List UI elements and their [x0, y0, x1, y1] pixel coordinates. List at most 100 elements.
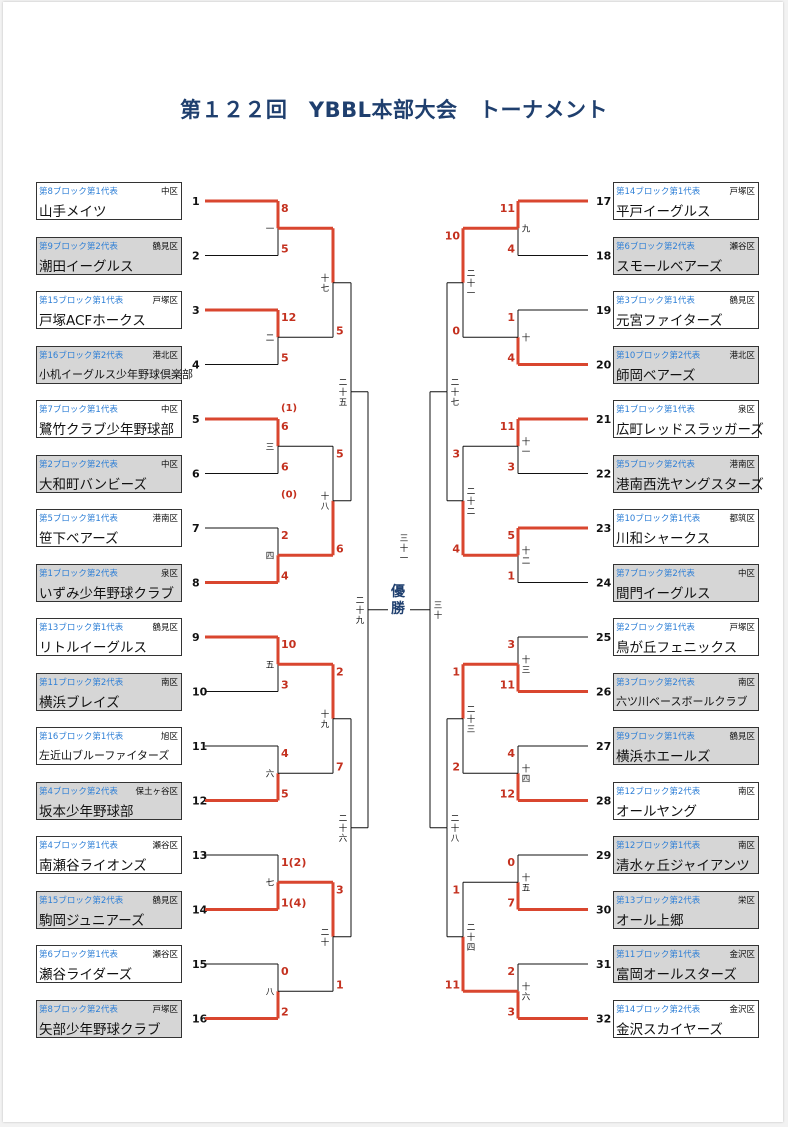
- team-block: 第14ブロック第2代表: [616, 1004, 701, 1015]
- team-ward: 戸塚区: [729, 187, 755, 197]
- game-label: 八: [266, 987, 275, 997]
- score: 3: [507, 638, 515, 651]
- game-label: 六: [339, 833, 348, 844]
- team-box: 第1ブロック第1代表泉区広町レッドスラッガーズ: [613, 400, 764, 438]
- game-label: 三: [400, 534, 409, 544]
- game-label: 十: [522, 981, 531, 992]
- score: 4: [452, 542, 460, 555]
- seed-number: 3: [192, 304, 200, 317]
- team-box: 第7ブロック第2代表中区間門イーグルス: [613, 563, 759, 602]
- game-label: 三: [434, 601, 443, 611]
- score: 5: [281, 243, 289, 256]
- champion-label: 優勝: [391, 584, 405, 617]
- score: 1: [507, 311, 515, 324]
- seed-number: 23: [596, 522, 611, 535]
- game-label: 八: [321, 502, 330, 512]
- game-label: 十: [522, 545, 531, 556]
- team-block: 第3ブロック第1代表: [616, 296, 695, 306]
- game-label: 二: [266, 333, 275, 343]
- team-box: 第9ブロック第2代表鶴見区潮田イーグルス: [36, 236, 182, 275]
- game-label: 七: [451, 398, 460, 408]
- team-name: 笹下ベアーズ: [39, 531, 119, 547]
- score: 5: [336, 324, 344, 337]
- team-box: 第2ブロック第2代表中区大和町バンビーズ: [36, 454, 182, 493]
- team-block: 第16ブロック第1代表: [39, 732, 124, 742]
- game-label: 二: [451, 378, 460, 388]
- game-label: 二: [467, 487, 476, 497]
- game-label: 十: [467, 932, 476, 943]
- score: 5: [281, 352, 289, 365]
- score: 5: [281, 788, 289, 801]
- score: 4: [281, 747, 289, 760]
- game-label: 十: [467, 714, 476, 725]
- game-label: 四: [467, 943, 476, 953]
- pk-score: (0): [281, 490, 297, 501]
- team-box: 第14ブロック第1代表戸塚区平戸イーグルス: [613, 182, 759, 220]
- game-label: 十: [451, 387, 460, 398]
- team-block: 第8ブロック第1代表: [39, 187, 118, 197]
- team-block: 第5ブロック第1代表: [39, 514, 118, 524]
- team-name: 港南西洗ヤングスターズ: [616, 476, 764, 493]
- team-name: 横浜ブレイズ: [39, 694, 120, 711]
- score: 2: [507, 965, 515, 978]
- team-box: 第15ブロック第2代表鶴見区駒岡ジュニアーズ: [36, 890, 182, 929]
- seed-number: 20: [596, 359, 612, 372]
- game-label: 四: [522, 774, 531, 784]
- seed-number: 5: [192, 413, 200, 426]
- seed-number: 4: [192, 359, 200, 372]
- game-label: 二: [467, 507, 476, 517]
- score: 3: [336, 883, 344, 896]
- score: 4: [507, 352, 515, 365]
- team-block: 第15ブロック第1代表: [39, 296, 124, 306]
- game-label: 二: [356, 596, 365, 606]
- team-name: オールヤング: [616, 803, 697, 820]
- game-label: 七: [266, 878, 275, 888]
- team-box: 第13ブロック第2代表栄区オール上郷: [613, 890, 759, 929]
- team-name: 間門イーグルス: [616, 585, 711, 602]
- team-name: いずみ少年野球クラブ: [39, 585, 174, 602]
- team-box: 第16ブロック第1代表旭区左近山ブルーファイターズ: [36, 727, 182, 765]
- seed-number: 14: [192, 904, 208, 917]
- team-ward: 金沢区: [729, 950, 755, 960]
- game-label: 一: [266, 224, 275, 234]
- team-box: 第6ブロック第1代表瀬谷区瀬谷ライダーズ: [36, 945, 182, 983]
- score: 6: [336, 542, 344, 555]
- team-name: 平戸イーグルス: [616, 204, 711, 220]
- game-label: 四: [266, 551, 275, 561]
- seed-number: 6: [192, 468, 200, 481]
- team-name: 山手メイツ: [39, 204, 107, 220]
- team-block: 第4ブロック第2代表: [39, 786, 118, 797]
- game-label: 十: [467, 278, 476, 289]
- game-label: 十: [321, 273, 330, 284]
- team-block: 第12ブロック第2代表: [616, 786, 701, 797]
- score: 5: [507, 529, 515, 542]
- game-label: 十: [522, 654, 531, 665]
- game-label: 二: [467, 269, 476, 279]
- game-label: 九: [321, 720, 330, 730]
- team-box: 第1ブロック第2代表泉区いずみ少年野球クラブ: [36, 563, 182, 602]
- game-label: 十: [321, 491, 330, 502]
- score: 6: [281, 420, 289, 433]
- score: 1(2): [281, 856, 306, 869]
- page-title: 第１２２回 YBBL本部大会 トーナメント: [179, 98, 609, 122]
- seed-number: 32: [596, 1013, 611, 1026]
- team-ward: 瀬谷区: [152, 841, 178, 851]
- team-ward: 南区: [737, 841, 755, 851]
- seed-number: 16: [192, 1013, 208, 1026]
- game-label: 三: [467, 725, 476, 735]
- team-ward: 南区: [160, 677, 178, 688]
- score: 3: [452, 447, 460, 460]
- seed-number: 17: [596, 195, 611, 208]
- team-box: 第14ブロック第2代表金沢区金沢スカイヤーズ: [613, 999, 759, 1038]
- team-block: 第2ブロック第1代表: [616, 623, 695, 633]
- score: 11: [500, 202, 515, 215]
- score: 8: [281, 202, 289, 215]
- team-block: 第13ブロック第1代表: [39, 623, 124, 633]
- seed-number: 11: [192, 740, 207, 753]
- team-box: 第7ブロック第1代表中区鷺竹クラブ少年野球部: [36, 400, 182, 438]
- game-label: 十: [522, 332, 531, 343]
- team-ward: 中区: [160, 405, 178, 415]
- team-ward: 瀬谷区: [729, 241, 755, 252]
- game-label: 二: [339, 814, 348, 824]
- team-name: スモールベアーズ: [616, 258, 723, 275]
